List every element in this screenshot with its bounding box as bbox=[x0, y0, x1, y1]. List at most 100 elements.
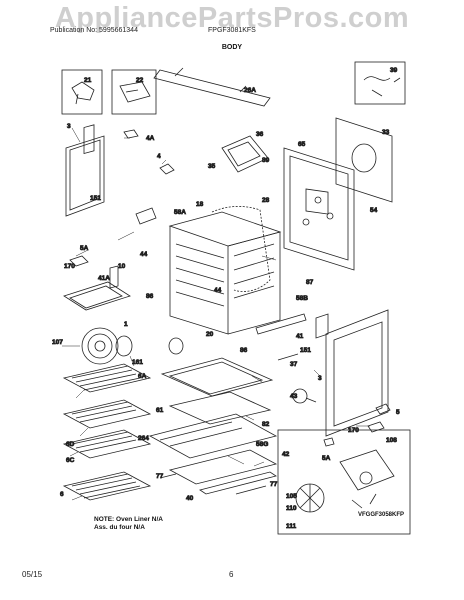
callout: 170 bbox=[64, 263, 75, 270]
callout: 3 bbox=[318, 375, 322, 382]
part-5 bbox=[375, 403, 391, 415]
callout: 77 bbox=[270, 481, 278, 488]
callout: 82 bbox=[262, 421, 270, 428]
inset-box-39 bbox=[354, 61, 406, 105]
callout: 58B bbox=[296, 295, 308, 302]
rail-77 bbox=[159, 473, 267, 495]
callout: 87 bbox=[306, 279, 314, 286]
callout: 107 bbox=[52, 339, 63, 346]
callout: 39 bbox=[390, 67, 398, 74]
callout: 4A bbox=[146, 135, 155, 142]
callout: 54 bbox=[370, 207, 378, 214]
callout: 28 bbox=[262, 197, 270, 204]
callout: 151 bbox=[90, 195, 101, 202]
callout: 1 bbox=[124, 321, 128, 328]
callout: 5A bbox=[80, 245, 89, 252]
note-line-2: Ass. du four N/A bbox=[94, 524, 145, 531]
callout: 151 bbox=[300, 347, 311, 354]
callout: 35 bbox=[208, 163, 216, 170]
part-170 bbox=[69, 255, 89, 267]
part-37 bbox=[277, 353, 299, 361]
callout: 36 bbox=[256, 131, 264, 138]
rear-frame bbox=[283, 147, 355, 271]
callout: 4 bbox=[157, 153, 161, 160]
callout: 170 bbox=[348, 427, 359, 434]
oven-rack-6d bbox=[62, 399, 152, 429]
bracket-26a bbox=[153, 67, 271, 107]
bracket-41 bbox=[255, 313, 307, 335]
oven-bottom bbox=[160, 357, 274, 397]
callout: 77 bbox=[156, 473, 164, 480]
oven-rack-6a bbox=[62, 363, 152, 393]
convection-fan-107 bbox=[81, 327, 119, 365]
callout: 6C bbox=[66, 457, 75, 464]
callout: 37 bbox=[290, 361, 298, 368]
callout: 65 bbox=[298, 141, 306, 148]
hinge-4 bbox=[159, 163, 175, 175]
callout: 33 bbox=[382, 129, 390, 136]
panel-opening bbox=[351, 143, 377, 173]
callout: 40 bbox=[186, 495, 194, 502]
footer-page-number: 6 bbox=[229, 570, 234, 579]
callout: 41A bbox=[98, 275, 110, 282]
callout: 42 bbox=[282, 451, 290, 458]
hinge-4a bbox=[123, 129, 139, 139]
callout: 22 bbox=[136, 77, 144, 84]
callout: 44 bbox=[214, 287, 222, 294]
callout: 86 bbox=[146, 293, 154, 300]
callout: 264 bbox=[138, 435, 149, 442]
inset-box-108 bbox=[277, 429, 411, 535]
callout: 110 bbox=[286, 505, 297, 512]
callout: 21 bbox=[84, 77, 92, 84]
callout: 6A bbox=[138, 373, 147, 380]
callout: 20 bbox=[206, 331, 214, 338]
oven-rack-6 bbox=[62, 471, 152, 501]
callout: 6D bbox=[66, 441, 75, 448]
part-151 bbox=[315, 313, 329, 339]
callout: 105 bbox=[286, 493, 297, 500]
model-number: FPGF3081KFS bbox=[208, 27, 256, 34]
rail-40 bbox=[199, 471, 277, 495]
callout: 3 bbox=[67, 123, 71, 130]
callout: 26A bbox=[244, 87, 256, 94]
drawer-42 bbox=[168, 449, 278, 485]
leader-lines bbox=[62, 127, 370, 501]
publication-number: Publication No: 5995661344 bbox=[50, 27, 138, 34]
callout: 108 bbox=[386, 437, 397, 444]
drawer-frame bbox=[148, 413, 278, 459]
part-20 bbox=[168, 337, 184, 355]
callout: 86 bbox=[240, 347, 248, 354]
cooktop-burner-36 bbox=[221, 135, 269, 173]
callout: 5A bbox=[322, 455, 331, 462]
callout: 111 bbox=[286, 523, 297, 530]
callout: 41 bbox=[296, 333, 304, 340]
side-panel-right bbox=[325, 309, 389, 437]
note-line-1: NOTE: Oven Liner N/A bbox=[94, 516, 163, 523]
callout: 6 bbox=[60, 491, 64, 498]
footer-date: 05/15 bbox=[22, 570, 43, 579]
section-title: BODY bbox=[221, 44, 243, 51]
callout: 44 bbox=[140, 251, 148, 258]
callout: 58G bbox=[256, 441, 268, 448]
callout: 89 bbox=[262, 157, 270, 164]
insulation bbox=[211, 206, 271, 292]
part-10 bbox=[109, 265, 119, 289]
callout: 161 bbox=[132, 359, 143, 366]
oven-cavity bbox=[168, 211, 282, 335]
oven-liner-82 bbox=[168, 391, 272, 425]
callout: 10 bbox=[118, 263, 126, 270]
callout: 5 bbox=[396, 409, 400, 416]
door-panel-left bbox=[65, 135, 105, 217]
part-5a-right bbox=[323, 437, 335, 447]
inset-box-21 bbox=[61, 69, 103, 115]
igniter-18 bbox=[135, 207, 157, 225]
watermark: AppliancePartsPros.com bbox=[54, 2, 410, 34]
back-vent bbox=[305, 188, 329, 215]
callout: 43 bbox=[290, 393, 298, 400]
inset-box-22 bbox=[111, 69, 157, 115]
part-170-right bbox=[367, 421, 385, 433]
callout: 58A bbox=[174, 209, 186, 216]
diagram-code: VFGGF3058KFP bbox=[358, 512, 405, 518]
back-panel-33 bbox=[335, 117, 393, 203]
